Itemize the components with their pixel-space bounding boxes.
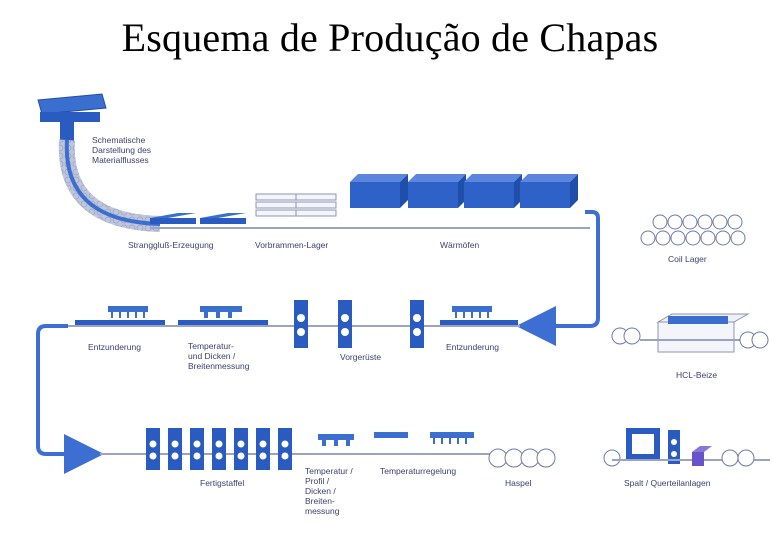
coiler-icon xyxy=(488,448,556,468)
furnace-icons xyxy=(350,174,578,208)
label-haspel: Haspel xyxy=(505,478,532,488)
pickling-line-icon xyxy=(611,313,769,353)
label-temperatur-profil-4: Breiten- xyxy=(305,496,335,506)
label-fertigstaffel: Fertigstaffel xyxy=(200,478,244,488)
label-schematic-1: Schematische xyxy=(92,135,146,145)
label-temperatur-profil-5: messung xyxy=(305,506,340,516)
descaler-right-icon xyxy=(452,306,492,318)
label-temperaturregelung: Temperaturregelung xyxy=(380,466,456,476)
label-hcl-beize: HCL-Beize xyxy=(676,370,717,380)
slabs-caster xyxy=(150,213,246,224)
label-coil-lager: Coil Lager xyxy=(668,254,707,264)
label-spalt: Spalt / Querteilanlagen xyxy=(624,478,711,488)
label-temperatur-profil-1: Temperatur / xyxy=(305,466,353,476)
label-vorbrammen: Vorbrammen-Lager xyxy=(255,240,328,250)
label-temperatur-dicken-2: und Dicken / xyxy=(188,351,236,361)
flow-arrow-2 xyxy=(36,324,104,474)
label-temperatur-profil-3: Dicken / xyxy=(305,486,336,496)
roughing-stand-icons xyxy=(294,300,424,348)
strip-mid xyxy=(178,320,268,325)
label-entzunderung-right: Entzunderung xyxy=(446,342,499,352)
measurement-icon xyxy=(318,434,354,446)
label-temperatur-profil-2: Profil / xyxy=(305,476,330,486)
gauge-icon xyxy=(200,306,242,318)
finishing-stand-icons xyxy=(146,428,292,470)
flow-arrow-1 xyxy=(516,210,600,346)
label-temperatur-dicken-3: Breitenmessung xyxy=(188,361,250,371)
label-schematic-3: Materialflusses xyxy=(92,155,149,165)
strip-left xyxy=(75,320,165,325)
slab-storage-icon xyxy=(255,193,337,217)
label-schematic-2: Darstellung des xyxy=(92,145,151,155)
strip-right xyxy=(440,320,518,325)
label-temperatur-dicken-1: Temperatur- xyxy=(188,341,234,351)
descaler-left-icon xyxy=(108,306,148,318)
cooling-icon xyxy=(374,432,474,444)
slitting-line-icon xyxy=(603,428,770,467)
page-title: Esquema de Produção de Chapas xyxy=(121,15,659,60)
label-waermoefen: Wärmöfen xyxy=(440,240,479,250)
label-entzunderung-left: Entzunderung xyxy=(88,342,141,352)
caster-strand xyxy=(58,139,161,232)
coil-storage-icon xyxy=(640,214,746,246)
label-vorgerueste: Vorgerüste xyxy=(340,352,381,362)
ladle-icon xyxy=(37,93,107,142)
label-strangguss: Stranggluß-Erzeugung xyxy=(128,240,214,250)
